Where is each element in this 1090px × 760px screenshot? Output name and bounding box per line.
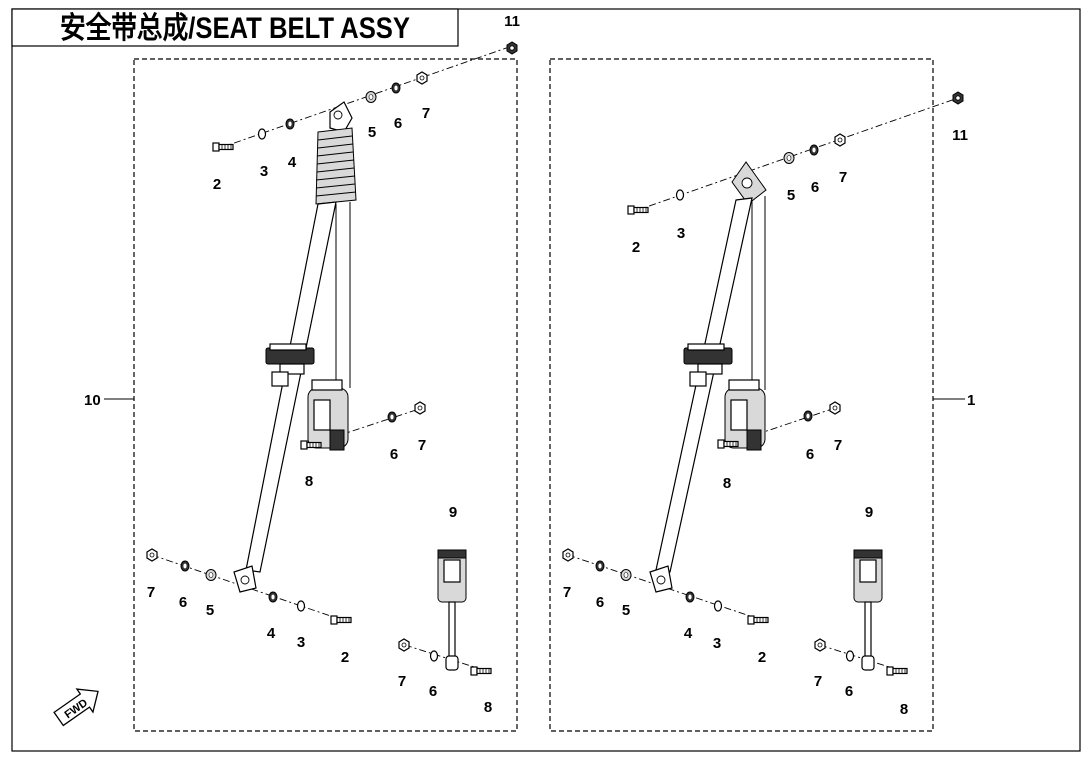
left-callout-6-buckle: 6 [429, 683, 437, 700]
title-box [11, 8, 459, 47]
right-callout-5-upper: 5 [787, 187, 795, 204]
left-bellows-guide [315, 127, 357, 205]
right-callout-7-buckle: 7 [814, 673, 822, 690]
right-callout-5-lower: 5 [622, 602, 630, 619]
left-callout-3-lower: 3 [297, 634, 305, 651]
right-callout-11: 11 [952, 127, 968, 144]
page-title: 安全带总成/SEAT BELT ASSY [60, 11, 410, 45]
right-callout-2-upper: 2 [632, 239, 640, 256]
left-callout-8-retractor: 8 [305, 473, 313, 490]
left-seat-belt: 11 5 6 7 2 3 4 8 6 7 9 7 6 5 4 3 2 7 6 8 [146, 13, 520, 716]
left-callout-6-lower: 6 [179, 594, 187, 611]
right-callout-3-upper: 3 [677, 225, 685, 242]
left-callout-7-upper: 7 [422, 105, 430, 122]
right-callout-7-retractor: 7 [834, 437, 842, 454]
left-callout-5-upper: 5 [368, 124, 376, 141]
left-callout-6-upper: 6 [394, 115, 402, 132]
left-callout-5-lower: 5 [206, 602, 214, 619]
left-assembly-label: 10 [84, 392, 101, 409]
right-callout-4-lower: 4 [684, 625, 693, 642]
left-callout-7-lower: 7 [147, 584, 155, 601]
left-callout-2-lower: 2 [341, 649, 349, 666]
right-callout-7-lower: 7 [563, 584, 571, 601]
right-callout-8-retractor: 8 [723, 475, 731, 492]
left-callout-3-upper: 3 [260, 163, 268, 180]
right-callout-6-lower: 6 [596, 594, 604, 611]
right-callout-7-upper: 7 [839, 169, 847, 186]
right-assembly-label: 1 [967, 392, 975, 409]
left-callout-8-buckle: 8 [484, 699, 492, 716]
left-callout-4-lower: 4 [267, 625, 276, 642]
fwd-arrow-icon: FWD [53, 688, 99, 727]
right-callout-8-buckle: 8 [900, 701, 908, 718]
left-callout-6-retractor: 6 [390, 446, 398, 463]
right-callout-9: 9 [865, 504, 873, 521]
right-callout-3-lower: 3 [713, 635, 721, 652]
outer-border [11, 8, 1081, 752]
left-callout-9: 9 [449, 504, 457, 521]
right-callout-6-upper: 6 [811, 179, 819, 196]
left-callout-7-buckle: 7 [398, 673, 406, 690]
right-callout-6-retractor: 6 [806, 446, 814, 463]
left-callout-4-upper: 4 [288, 154, 297, 171]
right-seat-belt: 11 5 6 7 2 3 8 6 7 9 7 6 5 4 3 2 7 6 8 [562, 91, 968, 718]
left-callout-7-retractor: 7 [418, 437, 426, 454]
left-callout-2-upper: 2 [213, 176, 221, 193]
right-callout-6-buckle: 6 [845, 683, 853, 700]
right-callout-2-lower: 2 [758, 649, 766, 666]
left-callout-11: 11 [504, 13, 520, 30]
